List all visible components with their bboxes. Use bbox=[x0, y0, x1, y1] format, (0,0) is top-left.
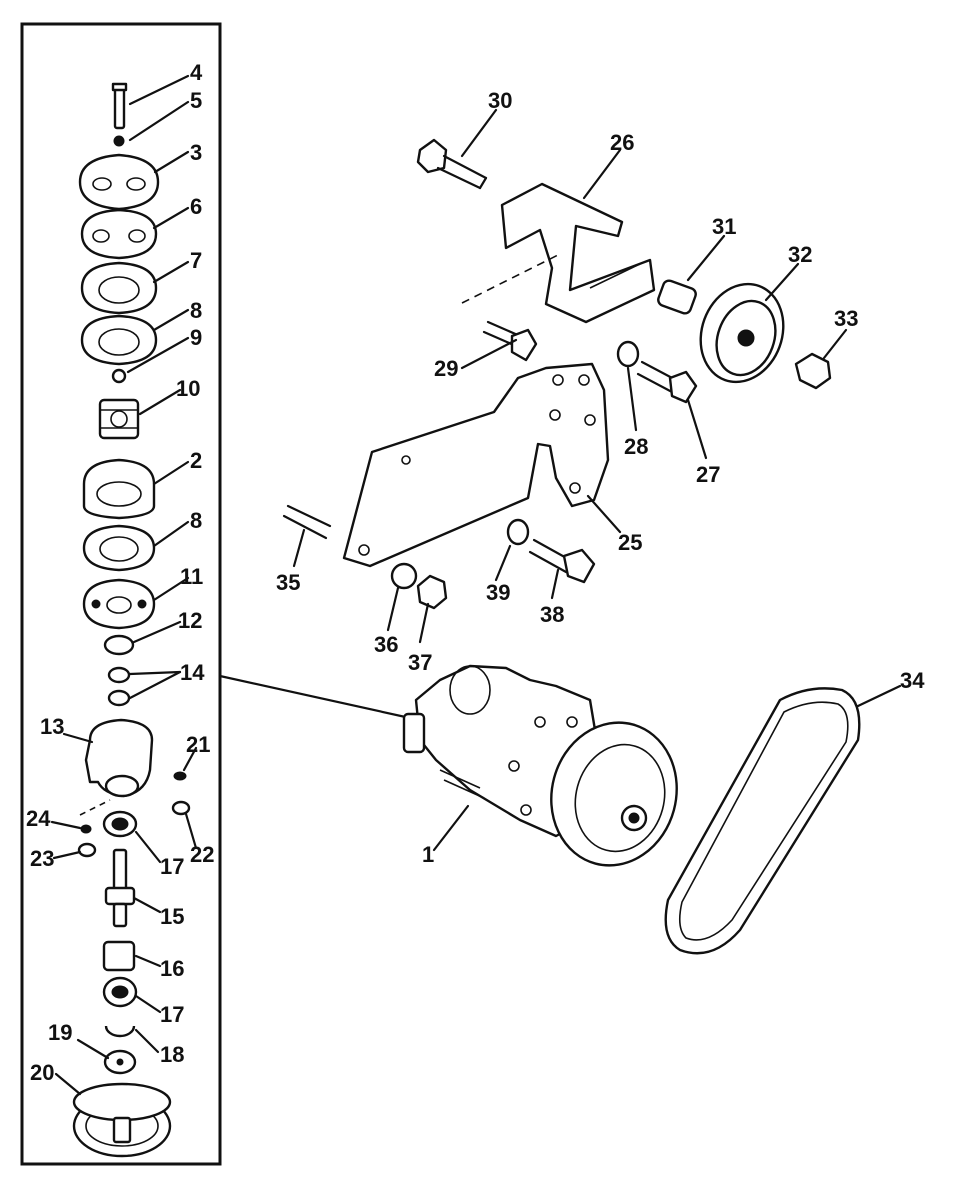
callout-10: 10 bbox=[176, 376, 200, 401]
callout-17a: 17 bbox=[160, 854, 184, 879]
callout-9: 9 bbox=[190, 325, 202, 350]
callout-15: 15 bbox=[160, 904, 184, 929]
part-bolt-38 bbox=[528, 538, 596, 584]
part-washer-5 bbox=[113, 135, 125, 147]
callout-7: 7 bbox=[190, 248, 202, 273]
callout-33: 33 bbox=[834, 306, 858, 331]
part-shaft-15 bbox=[104, 848, 136, 928]
callout-5: 5 bbox=[190, 88, 202, 113]
part-impeller-10 bbox=[98, 398, 140, 440]
part-nut-22 bbox=[171, 800, 191, 816]
part-washer-21 bbox=[173, 771, 187, 781]
leader-lines bbox=[50, 74, 902, 1096]
frame-connector-line bbox=[218, 674, 412, 720]
callout-24: 24 bbox=[26, 806, 51, 831]
part-snap-ring-18 bbox=[104, 1025, 136, 1038]
callout-13: 13 bbox=[40, 714, 64, 739]
part-washer-39 bbox=[506, 518, 530, 546]
housing-dashed-line bbox=[79, 799, 111, 816]
part-stud-35 bbox=[282, 504, 332, 540]
callout-8a: 8 bbox=[190, 298, 202, 323]
part-washer-28 bbox=[616, 340, 640, 368]
part-gasket-8b bbox=[82, 524, 156, 572]
part-pulley-20 bbox=[72, 1082, 172, 1158]
callout-28: 28 bbox=[624, 434, 648, 459]
part-housing-2 bbox=[82, 458, 156, 520]
callout-32: 32 bbox=[788, 242, 812, 267]
callout-17b: 17 bbox=[160, 1002, 184, 1027]
callout-21: 21 bbox=[186, 732, 210, 757]
callout-22: 22 bbox=[190, 842, 214, 867]
part-bolt-27 bbox=[636, 360, 698, 404]
part-seals-14 bbox=[107, 666, 131, 707]
callout-8b: 8 bbox=[190, 508, 202, 533]
callout-25: 25 bbox=[618, 530, 642, 555]
part-key-9 bbox=[111, 368, 127, 384]
callout-1: 1 bbox=[422, 842, 434, 867]
callout-18: 18 bbox=[160, 1042, 184, 1067]
part-bracket-26 bbox=[500, 182, 656, 324]
callout-35: 35 bbox=[276, 570, 300, 595]
part-plate-7 bbox=[80, 261, 158, 315]
callout-39: 39 bbox=[486, 580, 510, 605]
part-idler-pulley-32 bbox=[699, 282, 785, 384]
part-bearing-17a bbox=[102, 810, 138, 838]
part-washer-24 bbox=[80, 824, 92, 834]
part-oring-12 bbox=[103, 634, 135, 656]
part-mounting-bracket-25 bbox=[342, 362, 610, 568]
callout-26: 26 bbox=[610, 130, 634, 155]
part-bushing-31 bbox=[657, 279, 697, 315]
callout-14: 14 bbox=[180, 660, 205, 685]
callout-37: 37 bbox=[408, 650, 432, 675]
callout-23: 23 bbox=[30, 846, 54, 871]
part-bearing-17b bbox=[102, 976, 138, 1008]
part-bolt-4 bbox=[111, 82, 128, 130]
callout-38: 38 bbox=[540, 602, 564, 627]
callout-4: 4 bbox=[190, 60, 203, 85]
part-cover-3 bbox=[78, 153, 160, 211]
callout-2: 2 bbox=[190, 448, 202, 473]
part-belt-34 bbox=[664, 687, 861, 955]
callout-34: 34 bbox=[900, 668, 925, 693]
part-washer-36 bbox=[390, 562, 418, 590]
pump-breakdown-frame bbox=[20, 22, 222, 1166]
callout-30: 30 bbox=[488, 88, 512, 113]
callout-19: 19 bbox=[48, 1020, 72, 1045]
callout-3: 3 bbox=[190, 140, 202, 165]
part-nut-23 bbox=[77, 842, 97, 858]
callout-31: 31 bbox=[712, 214, 736, 239]
callout-36: 36 bbox=[374, 632, 398, 657]
callout-29: 29 bbox=[434, 356, 458, 381]
bracket-dashed-line bbox=[461, 253, 561, 304]
part-bearing-housing-13 bbox=[84, 718, 154, 798]
callout-12: 12 bbox=[178, 608, 202, 633]
part-gasket-6 bbox=[80, 208, 158, 260]
part-nut-37 bbox=[416, 574, 448, 610]
part-gasket-8a bbox=[80, 314, 158, 366]
part-washer-19 bbox=[103, 1049, 137, 1075]
callout-11: 11 bbox=[180, 564, 203, 589]
part-spacer-16 bbox=[102, 940, 136, 972]
part-plate-11 bbox=[82, 578, 156, 630]
callout-20: 20 bbox=[30, 1060, 54, 1085]
part-pump-1 bbox=[402, 664, 678, 867]
part-bolt-30 bbox=[416, 138, 488, 190]
callout-labels: 4 5 3 6 7 8 9 10 2 8 11 12 14 13 21 24 2… bbox=[26, 60, 925, 1085]
part-nut-33 bbox=[794, 352, 832, 390]
callout-27: 27 bbox=[696, 462, 720, 487]
callout-16: 16 bbox=[160, 956, 184, 981]
callout-6: 6 bbox=[190, 194, 202, 219]
part-bolt-29 bbox=[482, 320, 538, 362]
